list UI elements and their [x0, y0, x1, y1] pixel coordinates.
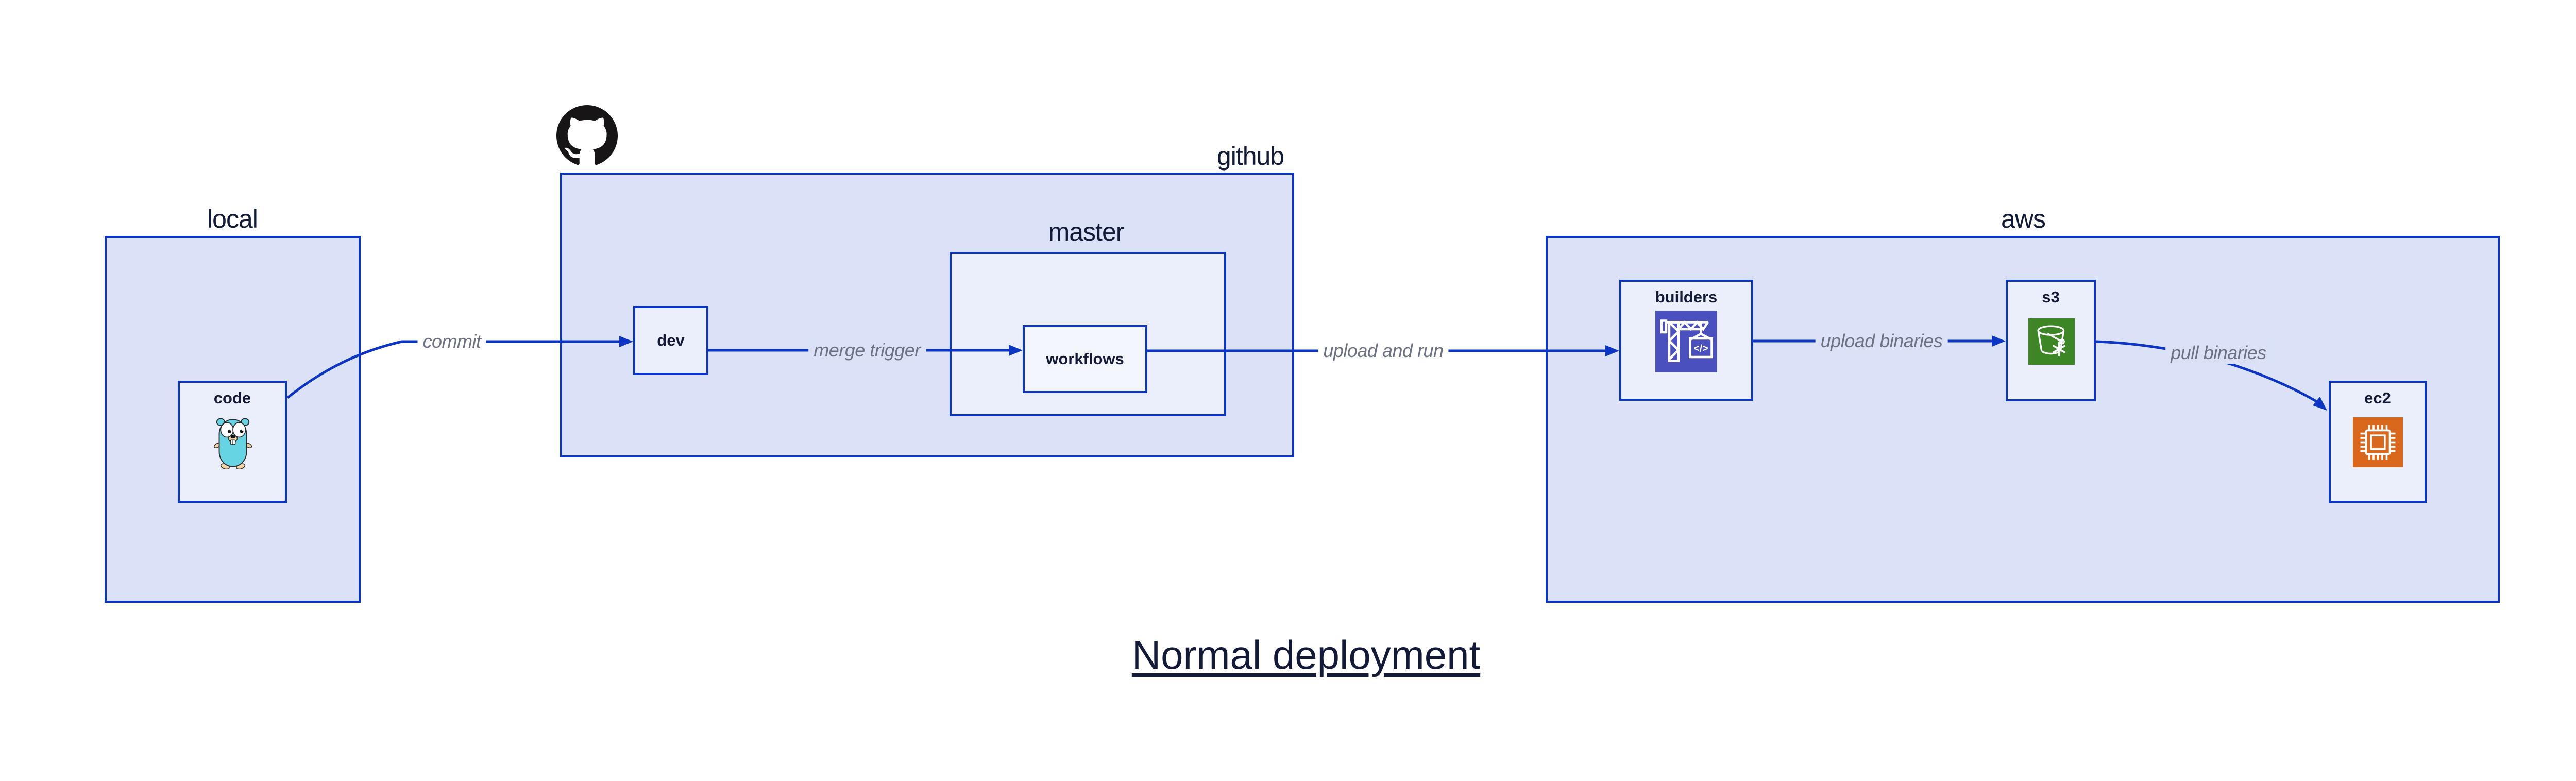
master-branch-label: master	[1048, 217, 1125, 246]
s3-node-box: s3	[2006, 280, 2096, 401]
github-group-label: github	[1216, 142, 1284, 171]
merge-trigger-arrow-label: merge trigger	[808, 339, 926, 361]
local-group-label: local	[207, 205, 258, 233]
svg-text:</>: </>	[1693, 343, 1708, 354]
commit-arrowhead	[619, 336, 633, 347]
ec2-node-box: ec2	[2329, 381, 2427, 503]
s3-bucket-icon	[2028, 318, 2075, 367]
ec2-chip-icon	[2353, 417, 2403, 470]
workflows-node-label: workflows	[1046, 350, 1124, 368]
diagram-title: Normal deployment	[1131, 632, 1481, 677]
code-node-label: code	[213, 389, 251, 407]
pull-binaries-arrow-label: pull binaries	[2165, 342, 2272, 364]
codebuild-crane-icon: </>	[1655, 311, 1717, 375]
workflows-node-box: workflows	[1023, 325, 1147, 393]
merge-trigger-arrowhead	[1009, 345, 1023, 356]
dev-branch-box: dev	[633, 306, 708, 375]
upload-binaries-arrow-label: upload binaries	[1815, 330, 1948, 352]
pull-binaries-arrowhead	[2313, 397, 2327, 411]
builders-node-label: builders	[1655, 288, 1718, 306]
pull-binaries-arrow-line	[2095, 340, 2317, 403]
dev-branch-label: dev	[657, 331, 685, 349]
s3-node-label: s3	[2042, 288, 2060, 306]
builders-node-box: builders </>	[1619, 280, 1753, 401]
code-node-box: code	[178, 381, 287, 503]
upload-binaries-arrowhead	[1992, 335, 2006, 347]
commit-arrow-line	[286, 340, 619, 399]
upload-and-run-arrowhead	[1605, 345, 1619, 356]
go-gopher-icon	[213, 415, 252, 472]
aws-group-label: aws	[2001, 205, 2046, 233]
commit-arrow-label: commit	[417, 331, 486, 352]
upload-and-run-arrow-label: upload and run	[1318, 340, 1449, 362]
ec2-node-label: ec2	[2364, 389, 2391, 407]
github-octocat-icon	[556, 105, 618, 166]
